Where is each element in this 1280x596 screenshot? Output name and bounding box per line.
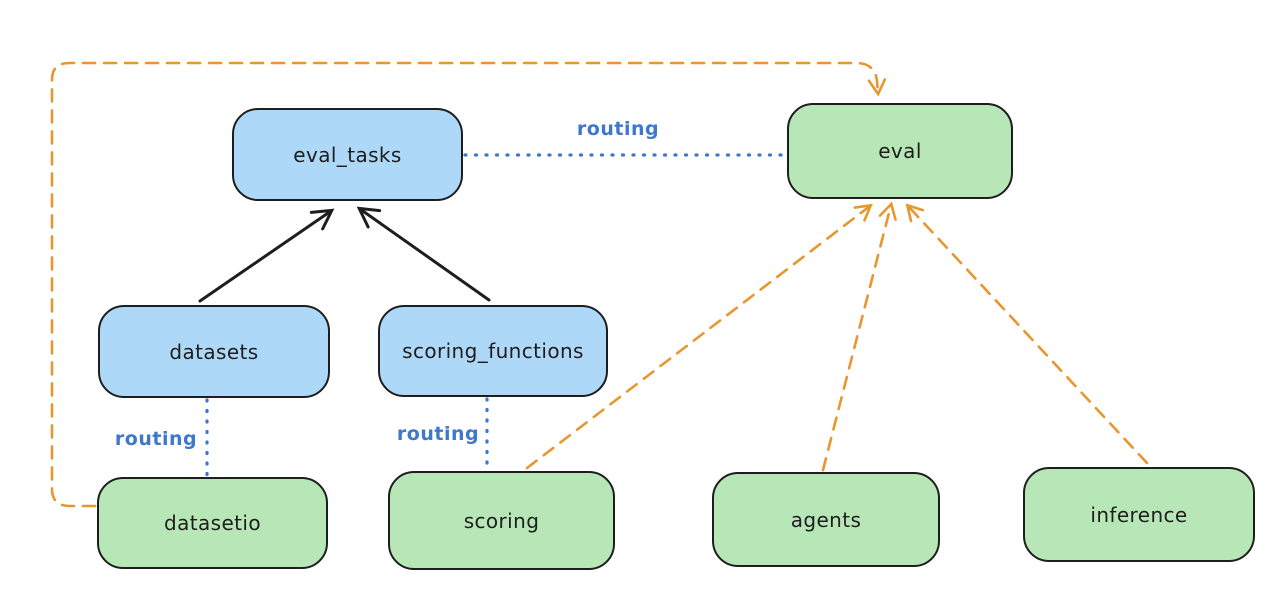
node-label: scoring_functions [402, 339, 584, 363]
edge-label-routing: routing [576, 118, 660, 140]
node-inference: inference [1023, 467, 1255, 562]
node-scoring_functions: scoring_functions [378, 305, 608, 397]
node-agents: agents [712, 472, 940, 567]
node-datasets: datasets [98, 305, 330, 398]
edge-inference-to-eval [905, 203, 1149, 465]
edge-scoring_functions-to-eval_tasks [356, 206, 491, 302]
node-eval_tasks: eval_tasks [232, 108, 463, 201]
edge-label-routing: routing [114, 428, 198, 450]
edge-datasets-to-eval_tasks [198, 208, 335, 303]
edge-scoring-to-eval [525, 203, 873, 470]
node-scoring: scoring [388, 471, 615, 570]
node-label: eval_tasks [293, 142, 402, 167]
node-datasetio: datasetio [97, 477, 328, 569]
node-label: inference [1090, 502, 1188, 527]
node-label: datasetio [163, 511, 261, 535]
node-label: scoring [463, 508, 540, 533]
edge-label-routing: routing [396, 423, 480, 445]
edge-datasetio-to-eval [50, 61, 887, 508]
node-eval: eval [787, 103, 1013, 199]
node-label: agents [790, 507, 862, 532]
node-label: datasets [169, 339, 259, 364]
edge-agents-to-eval [821, 201, 897, 472]
node-label: eval [878, 139, 922, 163]
